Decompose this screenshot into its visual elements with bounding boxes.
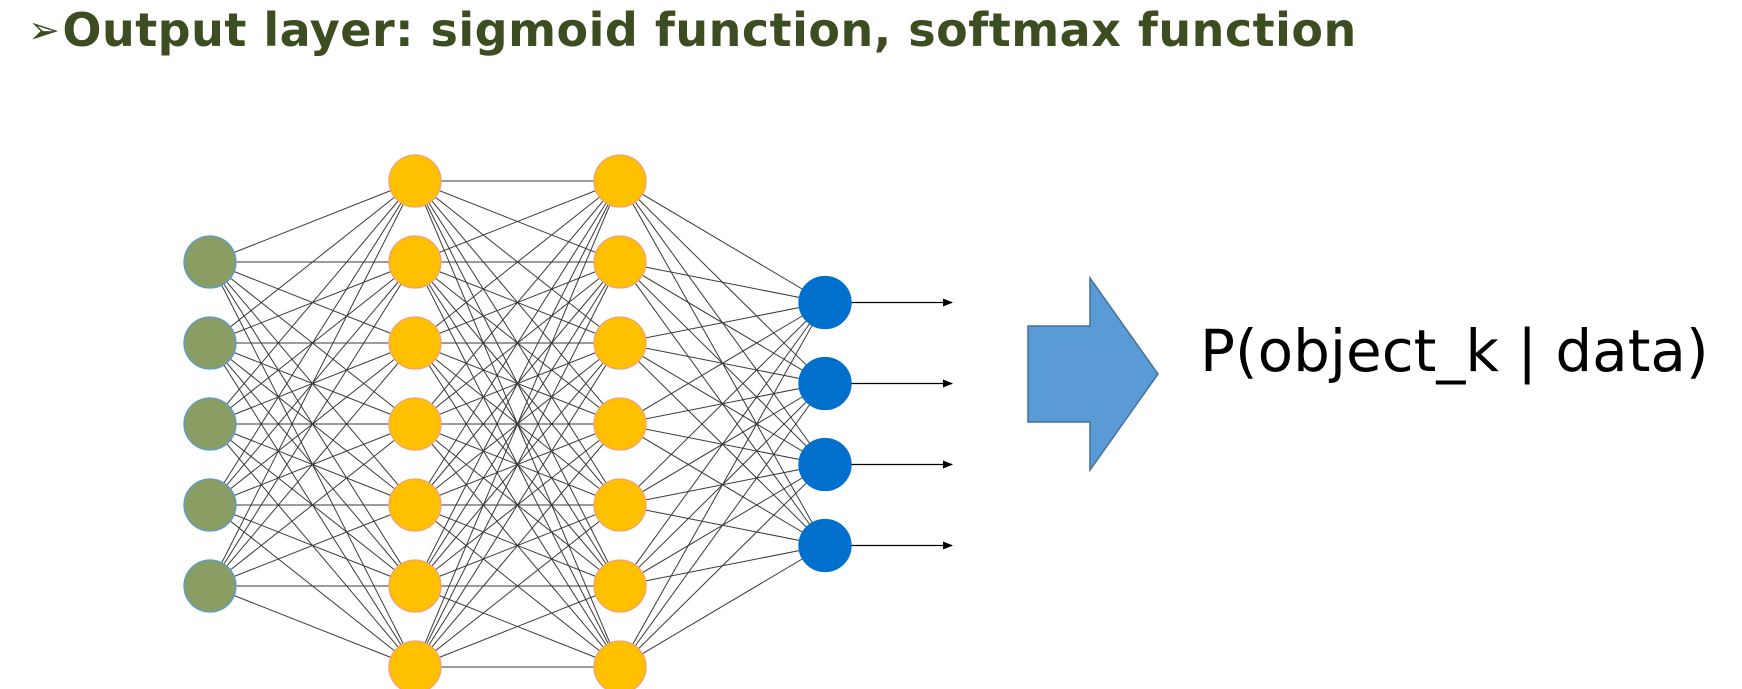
- connection-line: [414, 180, 621, 425]
- output-node: [798, 356, 852, 411]
- connection-line: [209, 180, 416, 425]
- hidden-node: [388, 316, 442, 370]
- connection-line: [619, 464, 826, 668]
- probability-label: P(object_k | data): [1200, 317, 1709, 385]
- connection-line: [414, 180, 621, 587]
- hidden-node: [388, 559, 442, 613]
- connection-line: [209, 180, 416, 263]
- network-connections: [209, 180, 826, 668]
- bullet-arrow-icon: ➢: [28, 8, 61, 52]
- connection-line: [209, 180, 416, 587]
- connection-line: [209, 585, 416, 668]
- connection-line: [209, 342, 416, 587]
- right-arrow-icon: [1027, 275, 1159, 473]
- connection-line: [619, 383, 826, 668]
- connection-line: [619, 180, 826, 303]
- input-node: [183, 235, 237, 289]
- hidden-node: [593, 235, 647, 289]
- connection-line: [619, 545, 826, 668]
- hidden-node: [593, 559, 647, 613]
- connection-line: [209, 180, 416, 506]
- hidden-node: [593, 640, 647, 689]
- output-node: [798, 437, 852, 492]
- output-node: [798, 275, 852, 330]
- input-node: [183, 397, 237, 451]
- hidden-node: [388, 640, 442, 689]
- slide-title-text: Output layer: sigmoid function, softmax …: [62, 3, 1357, 57]
- connection-line: [414, 504, 621, 668]
- input-node: [183, 478, 237, 532]
- connection-line: [619, 302, 826, 425]
- connection-line: [414, 180, 621, 263]
- input-node: [183, 316, 237, 370]
- output-arrows: [851, 298, 953, 550]
- connection-line: [619, 302, 826, 506]
- connection-line: [209, 423, 416, 587]
- connection-line: [414, 261, 621, 668]
- hidden-node: [388, 478, 442, 532]
- connection-line: [414, 180, 621, 668]
- hidden-node: [593, 316, 647, 370]
- connection-line: [619, 302, 826, 587]
- connection-line: [414, 180, 621, 506]
- hidden-node: [593, 397, 647, 451]
- hidden-node: [388, 235, 442, 289]
- connection-line: [414, 180, 621, 344]
- slide-title: ➢ Output layer: sigmoid function, softma…: [28, 2, 1357, 58]
- input-node: [183, 559, 237, 613]
- hidden-node: [388, 397, 442, 451]
- connection-line: [414, 423, 621, 668]
- connection-line: [209, 504, 416, 587]
- connection-line: [619, 261, 826, 303]
- output-node: [798, 518, 852, 573]
- connection-line: [619, 302, 826, 344]
- connection-line: [209, 261, 416, 587]
- connection-line: [209, 180, 416, 344]
- connection-line: [414, 342, 621, 668]
- hidden-node: [593, 478, 647, 532]
- hidden-node: [593, 154, 647, 208]
- network-nodes: [183, 154, 852, 689]
- hidden-node: [388, 154, 442, 208]
- connection-line: [619, 302, 826, 668]
- connection-line: [414, 585, 621, 668]
